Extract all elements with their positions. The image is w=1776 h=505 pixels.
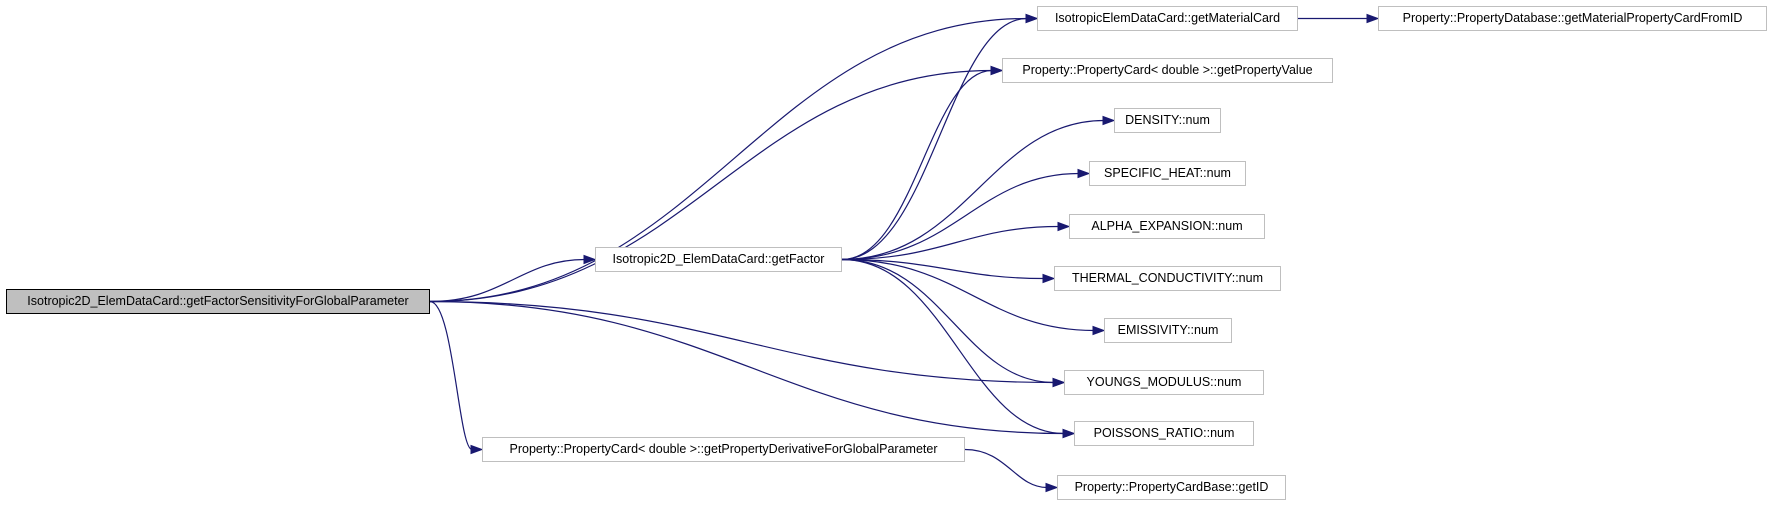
edge-getFactor-to-emissivity [841, 258, 1095, 332]
edge-arrowhead-getFactor-to-getMaterialCard [1025, 13, 1039, 24]
edge-arrowhead-getFactor-to-poissonsRatio [1062, 428, 1076, 439]
edge-arrowhead-getFactor-to-youngsModulus [1052, 377, 1066, 388]
edge-getFactor-to-youngsModulus [841, 258, 1055, 384]
edge-getFactor-to-density [841, 119, 1105, 261]
edge-arrowhead-getFactor-to-thermalConductivity [1042, 273, 1056, 284]
node-density-num[interactable]: DENSITY::num [1114, 108, 1221, 133]
edge-arrowhead-getFactor-to-density [1102, 115, 1116, 126]
node-specific-heat-num[interactable]: SPECIFIC_HEAT::num [1089, 161, 1246, 186]
node-getPropertyValue[interactable]: Property::PropertyCard< double >::getPro… [1002, 58, 1333, 83]
node-youngs-modulus-num[interactable]: YOUNGS_MODULUS::num [1064, 370, 1264, 395]
node-thermal-conductivity-num[interactable]: THERMAL_CONDUCTIVITY::num [1054, 266, 1281, 291]
edge-root-to-youngsModulus [429, 300, 1055, 384]
edge-arrowhead-getFactor-to-getPropertyValue [990, 65, 1004, 76]
edge-arrowhead-getFactor-to-specificHeat [1077, 168, 1091, 179]
edge-arrowhead-getMaterialCard-to-getMaterialPropertyCardFromID [1366, 13, 1380, 24]
node-root-getFactorSensitivityForGlobalParameter[interactable]: Isotropic2D_ElemDataCard::getFactorSensi… [6, 289, 430, 314]
node-getID[interactable]: Property::PropertyCardBase::getID [1057, 475, 1286, 500]
edge-root-to-getMaterialCard [429, 17, 1028, 303]
edge-arrowhead-getFactor-to-emissivity [1092, 325, 1106, 336]
edge-getFactor-to-alphaExpansion [841, 225, 1060, 261]
edge-getFactor-to-specificHeat [841, 172, 1080, 261]
edge-getFactor-to-poissonsRatio [841, 258, 1065, 435]
node-getMaterialPropertyCardFromID[interactable]: Property::PropertyDatabase::getMaterialP… [1378, 6, 1767, 31]
edge-root-to-getPropertyValue [429, 69, 993, 303]
edge-root-to-poissonsRatio [429, 300, 1065, 435]
edge-getFactor-to-thermalConductivity [841, 258, 1045, 280]
edge-arrowhead-root-to-getPropertyDerivative [470, 444, 484, 455]
node-getPropertyDerivativeForGlobalParameter[interactable]: Property::PropertyCard< double >::getPro… [482, 437, 965, 462]
edge-getPropertyDerivative-to-getID [964, 448, 1048, 489]
edge-arrowhead-root-to-getFactor [583, 254, 597, 265]
edge-arrowhead-getFactor-to-alphaExpansion [1057, 221, 1071, 232]
edge-getFactor-to-getMaterialCard [841, 17, 1028, 261]
node-emissivity-num[interactable]: EMISSIVITY::num [1104, 318, 1232, 343]
node-poissons-ratio-num[interactable]: POISSONS_RATIO::num [1074, 421, 1254, 446]
edge-arrowhead-getPropertyDerivative-to-getID [1045, 482, 1059, 493]
node-getFactor[interactable]: Isotropic2D_ElemDataCard::getFactor [595, 247, 842, 272]
node-alpha-expansion-num[interactable]: ALPHA_EXPANSION::num [1069, 214, 1265, 239]
edge-getFactor-to-getPropertyValue [841, 69, 993, 261]
node-getMaterialCard[interactable]: IsotropicElemDataCard::getMaterialCard [1037, 6, 1298, 31]
edge-root-to-getPropertyDerivative [429, 300, 473, 451]
edge-root-to-getFactor [429, 258, 586, 303]
